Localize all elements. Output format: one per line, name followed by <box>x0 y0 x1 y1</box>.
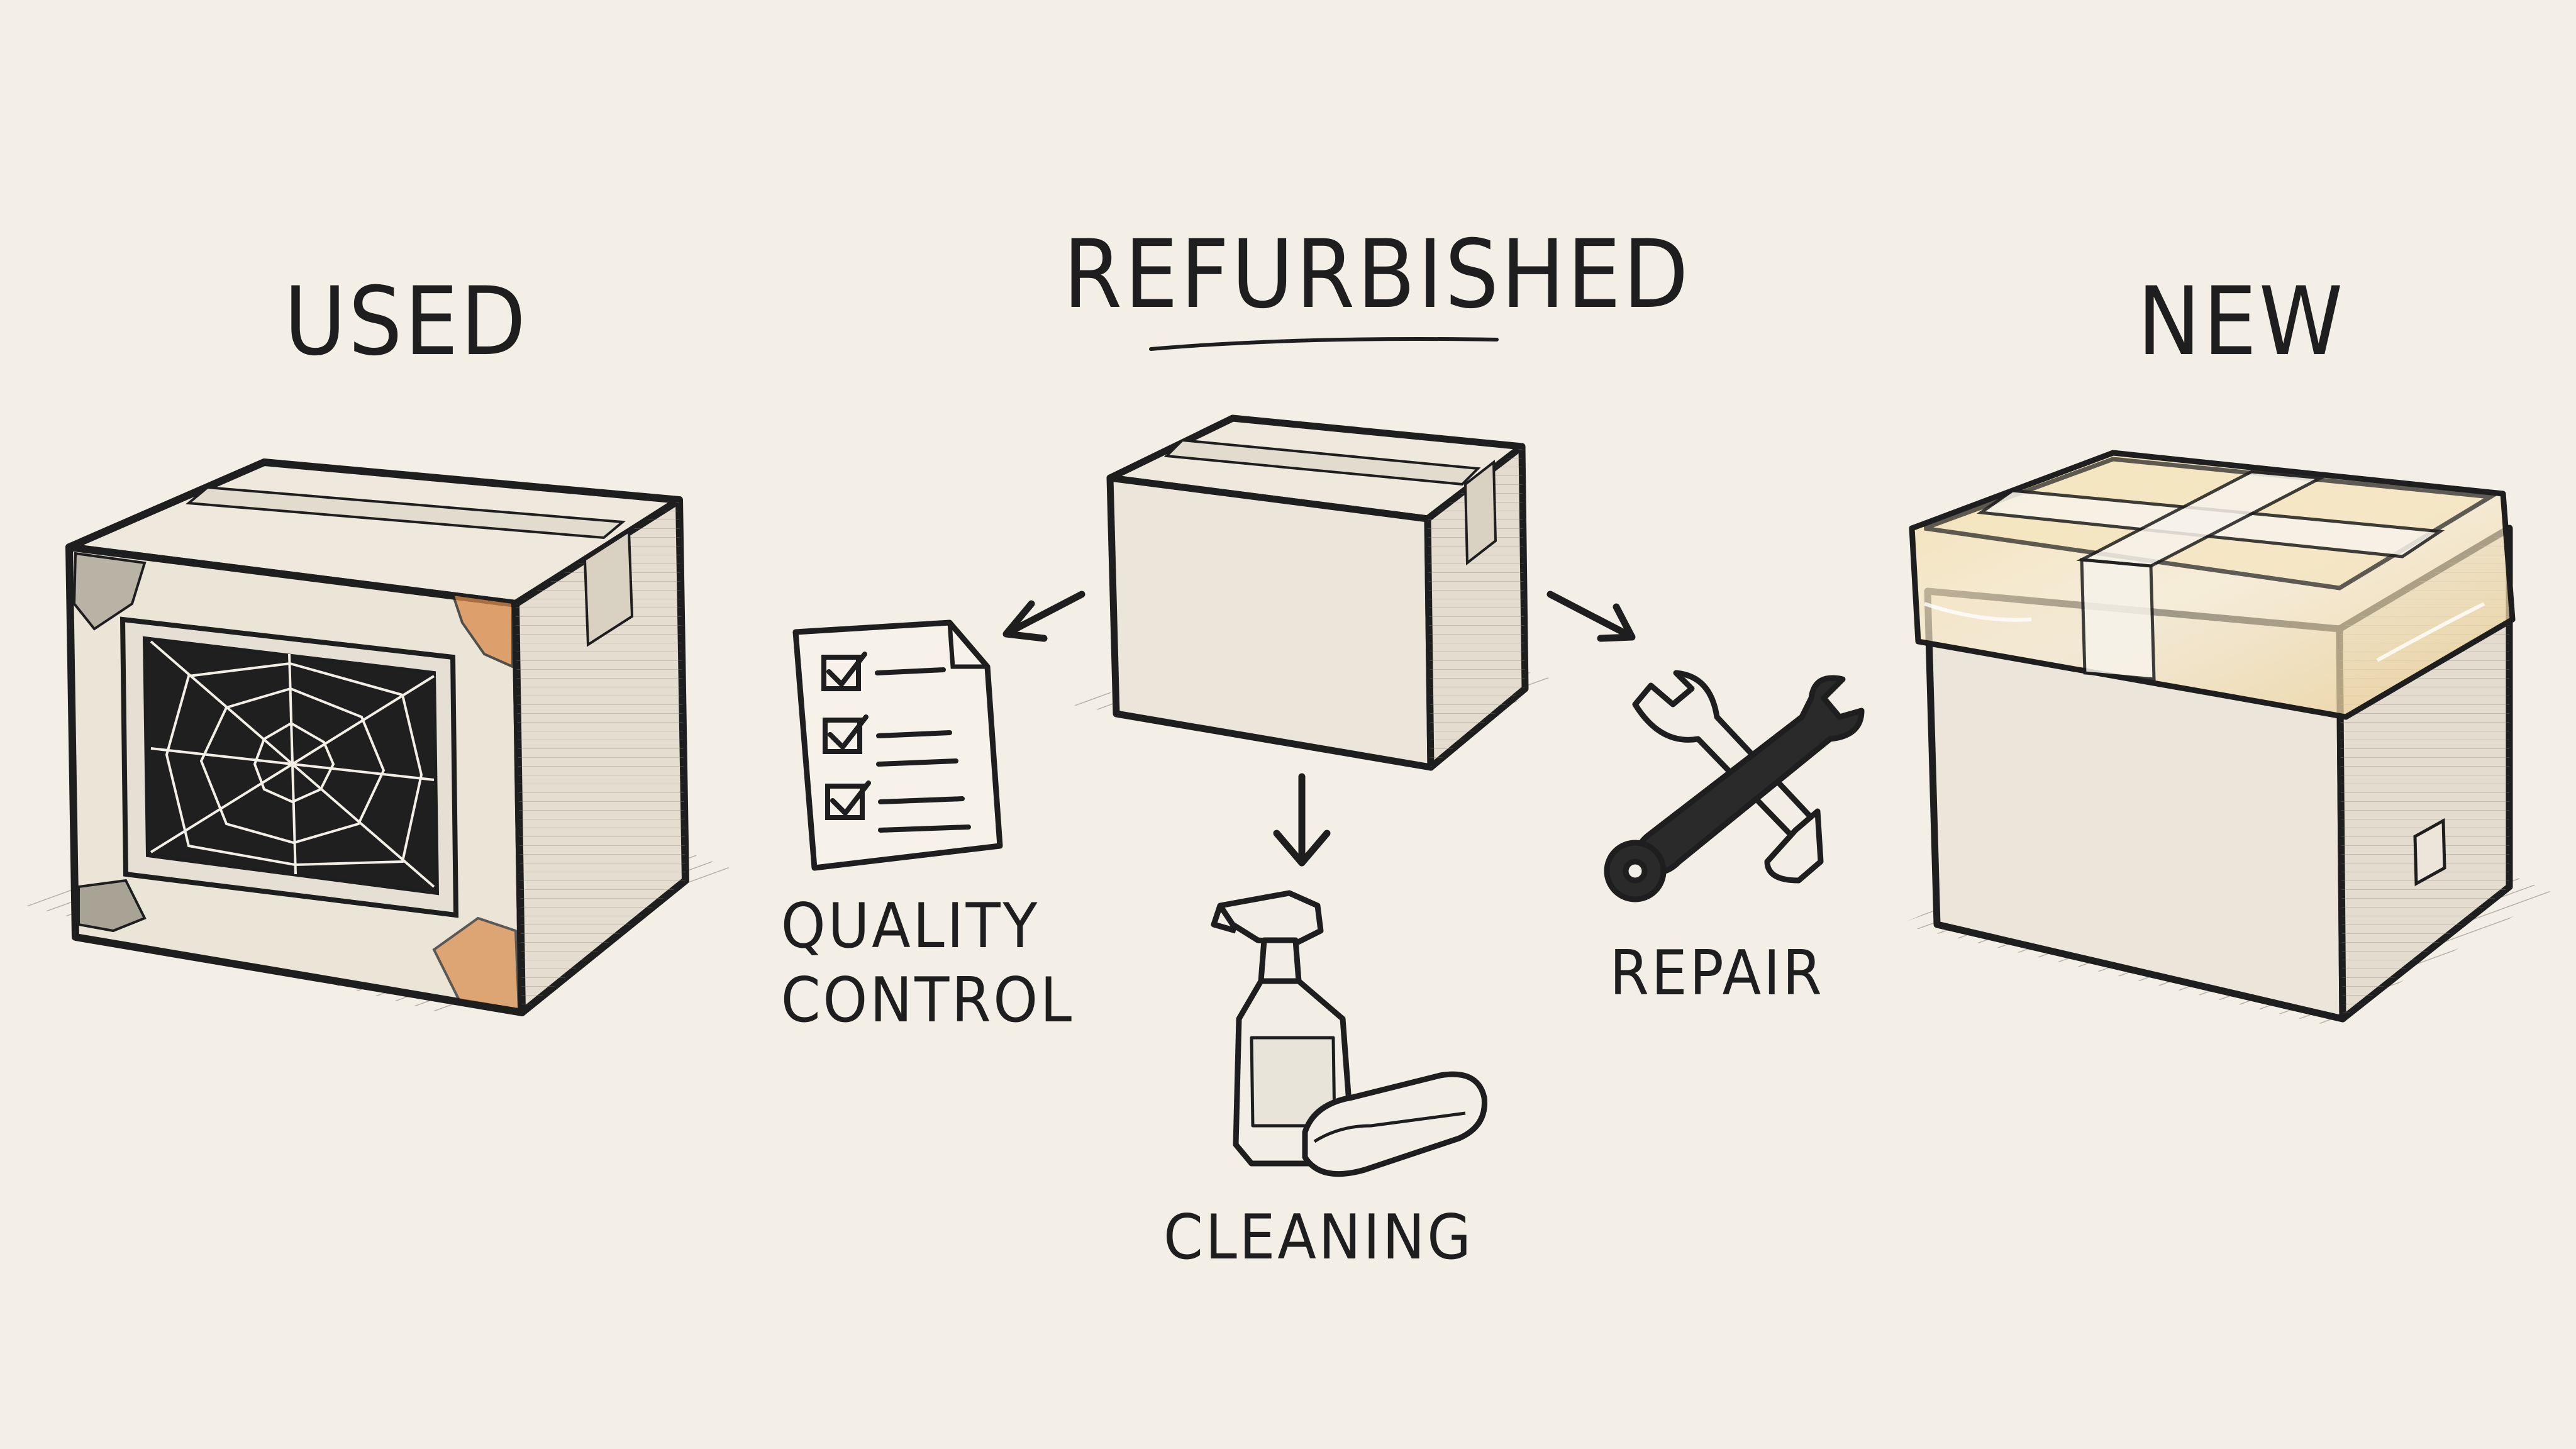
cloth-fold <box>1313 1111 1466 1143</box>
checklist-fold <box>947 622 987 669</box>
used-box-rust-4 <box>77 879 147 933</box>
refurbished-box <box>1069 414 1553 771</box>
arrow-to-cleaning <box>1273 773 1331 867</box>
checklist-icon <box>792 619 1003 871</box>
used-box-rust-1 <box>72 552 147 631</box>
refurbished-underline <box>1149 337 1499 351</box>
checkbox-1 <box>821 655 861 691</box>
used-box <box>25 458 730 1016</box>
quality-control-line-2: CONTROL <box>780 964 1074 1036</box>
refurbished-box-front <box>1106 474 1435 771</box>
wrench-left <box>1632 670 1824 884</box>
used-box-rust-3 <box>432 916 521 1011</box>
used-label: USED <box>284 267 528 377</box>
checkmark-3 <box>830 780 871 818</box>
wrench-icon <box>1604 670 1865 902</box>
arrow-to-repair <box>1546 591 1636 642</box>
quality-control-label: QUALITY CONTROL <box>780 890 1074 1038</box>
arrow-to-quality-control <box>1002 591 1085 642</box>
checklist-line-3 <box>876 758 958 767</box>
used-box-top-tape <box>185 486 626 540</box>
refurbished-label: REFURBISHED <box>1063 220 1691 330</box>
spray-bottle-trigger <box>1217 890 1324 947</box>
used-box-side-hatching <box>516 500 686 1013</box>
checklist-line-1 <box>875 667 946 675</box>
checkmark-1 <box>826 652 867 689</box>
checklist-line-4 <box>878 796 965 804</box>
spray-bottle-neck <box>1258 937 1302 984</box>
new-box-side-label <box>2413 818 2446 887</box>
used-box-rust-2 <box>451 592 514 669</box>
cleaning-label: CLEANING <box>1163 1202 1474 1274</box>
spray-bottle-nozzle <box>1211 904 1237 934</box>
new-box-tape-front <box>2080 558 2156 681</box>
checklist-line-2 <box>876 730 952 738</box>
repair-label: REPAIR <box>1609 938 1824 1009</box>
checklist-paper <box>792 619 1003 871</box>
new-box-shadow <box>1899 874 2553 1025</box>
refurbished-box-top-tape <box>1163 438 1481 486</box>
cloth-icon <box>1302 1071 1487 1177</box>
spider-web-icon <box>150 640 435 888</box>
arrow-icon <box>1002 591 1636 867</box>
checkmark-2 <box>828 714 869 752</box>
refurbished-box-side-tape <box>1463 459 1497 566</box>
checkbox-3 <box>825 784 865 820</box>
checkbox-2 <box>823 718 862 754</box>
checklist-line-5 <box>878 824 971 833</box>
new-box <box>1899 450 2553 1025</box>
wrench-right <box>1604 675 1865 902</box>
new-label: NEW <box>2137 267 2345 377</box>
new-box-wrap-highlight <box>1924 602 2485 662</box>
refurbished-box-side-hatching <box>1428 447 1525 767</box>
quality-control-line-1: QUALITY <box>780 891 1040 962</box>
used-box-side-tape <box>583 529 634 647</box>
